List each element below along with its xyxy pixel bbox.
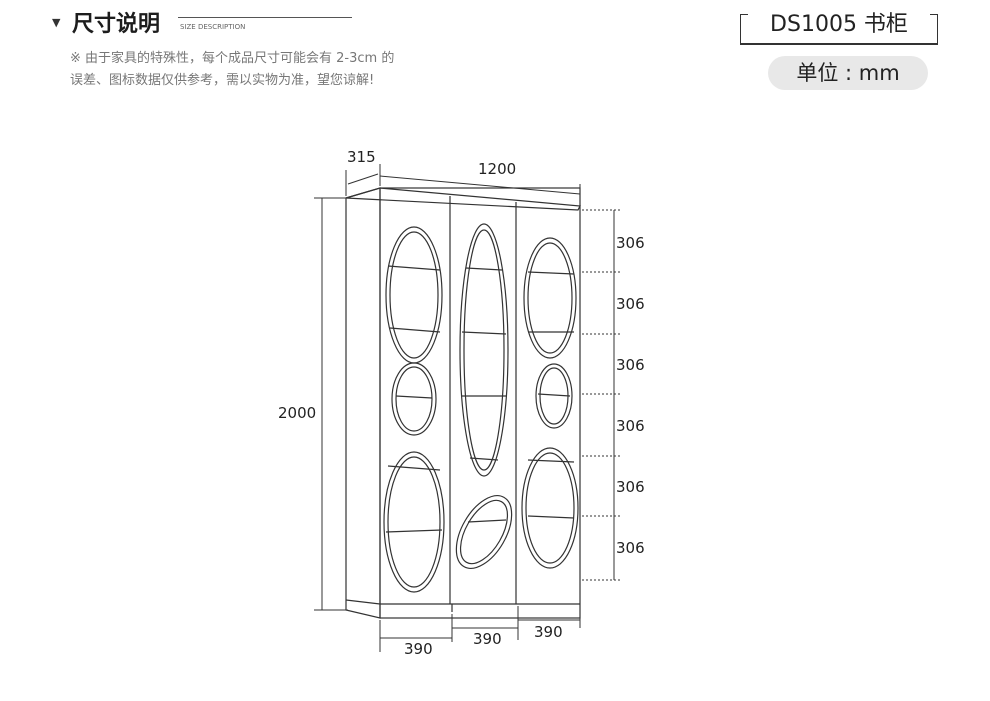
section-height-label: 306 [616, 417, 645, 435]
dimension-line-sections [582, 209, 620, 581]
cabinet-base [451, 598, 517, 612]
door-width-label: 390 [473, 630, 502, 648]
unit-badge: 单位 : mm [768, 56, 928, 90]
model-name: DS1005 书柜 [770, 12, 908, 37]
bracket-left [740, 14, 748, 44]
section-height-label: 306 [616, 356, 645, 374]
door-width-label: 390 [534, 623, 563, 641]
title-rule [178, 17, 352, 18]
disclaimer-note: ※ 由于家具的特殊性，每个成品尺寸可能会有 2-3cm 的 误差、图标数据仅供参… [70, 48, 510, 92]
triangle-down-icon: ▼ [52, 16, 61, 29]
dimension-width-label: 1200 [478, 160, 516, 178]
section-subtitle: SIZE DESCRIPTION [180, 23, 246, 31]
section-height-label: 306 [616, 295, 645, 313]
bracket-right [930, 14, 938, 44]
note-line-2: 误差、图标数据仅供参考，需以实物为准，望您谅解! [70, 73, 375, 88]
cabinet-front [345, 187, 581, 619]
dimension-line-depth [345, 164, 381, 196]
cabinet-side-panel [345, 187, 381, 619]
bracket-bottom [740, 43, 938, 45]
door-middle [455, 202, 517, 598]
door-right [521, 237, 579, 569]
section-height-label: 306 [616, 539, 645, 557]
model-label: DS1005 书柜 [740, 6, 938, 45]
dimension-line-width [379, 175, 581, 204]
door-left [383, 196, 451, 604]
dimension-depth-label: 315 [347, 148, 376, 166]
section-height-label: 306 [616, 478, 645, 496]
section-height-label: 306 [616, 234, 645, 252]
note-line-1: ※ 由于家具的特殊性，每个成品尺寸可能会有 2-3cm 的 [70, 51, 395, 66]
section-title: 尺寸说明 [72, 12, 161, 37]
dimension-height-label: 2000 [278, 404, 316, 422]
door-width-label: 390 [404, 640, 433, 658]
dimension-line-doors [379, 604, 581, 652]
dimension-line-height [314, 197, 348, 611]
